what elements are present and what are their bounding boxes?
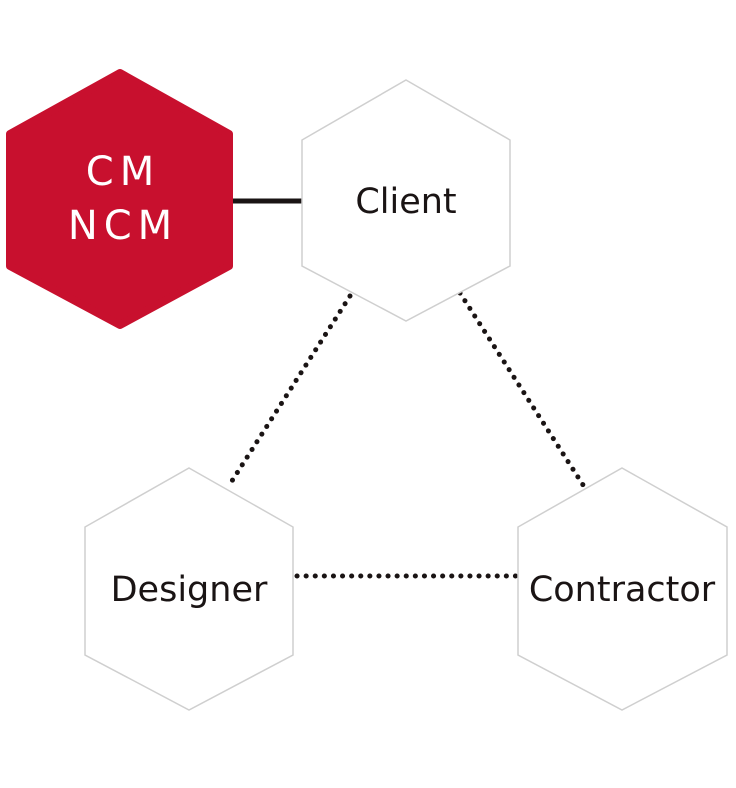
designer-label: Designer — [111, 570, 268, 610]
node-client: Client — [301, 79, 511, 322]
node-contractor: Contractor — [517, 467, 728, 711]
hexagon-outline — [84, 467, 294, 711]
contractor-label: Contractor — [529, 570, 716, 610]
cm-label: CM — [86, 149, 160, 195]
edge-client-designer — [227, 293, 353, 487]
node-designer: Designer — [84, 467, 294, 711]
hexagon-outline — [517, 467, 728, 711]
client-label: Client — [355, 182, 456, 222]
hexagon-red — [6, 69, 233, 329]
node-cm-ncm: CM NCM — [6, 69, 233, 329]
edge-client-contractor — [457, 290, 588, 491]
hexagon-outline — [301, 79, 511, 322]
ncm-label: NCM — [68, 203, 178, 249]
